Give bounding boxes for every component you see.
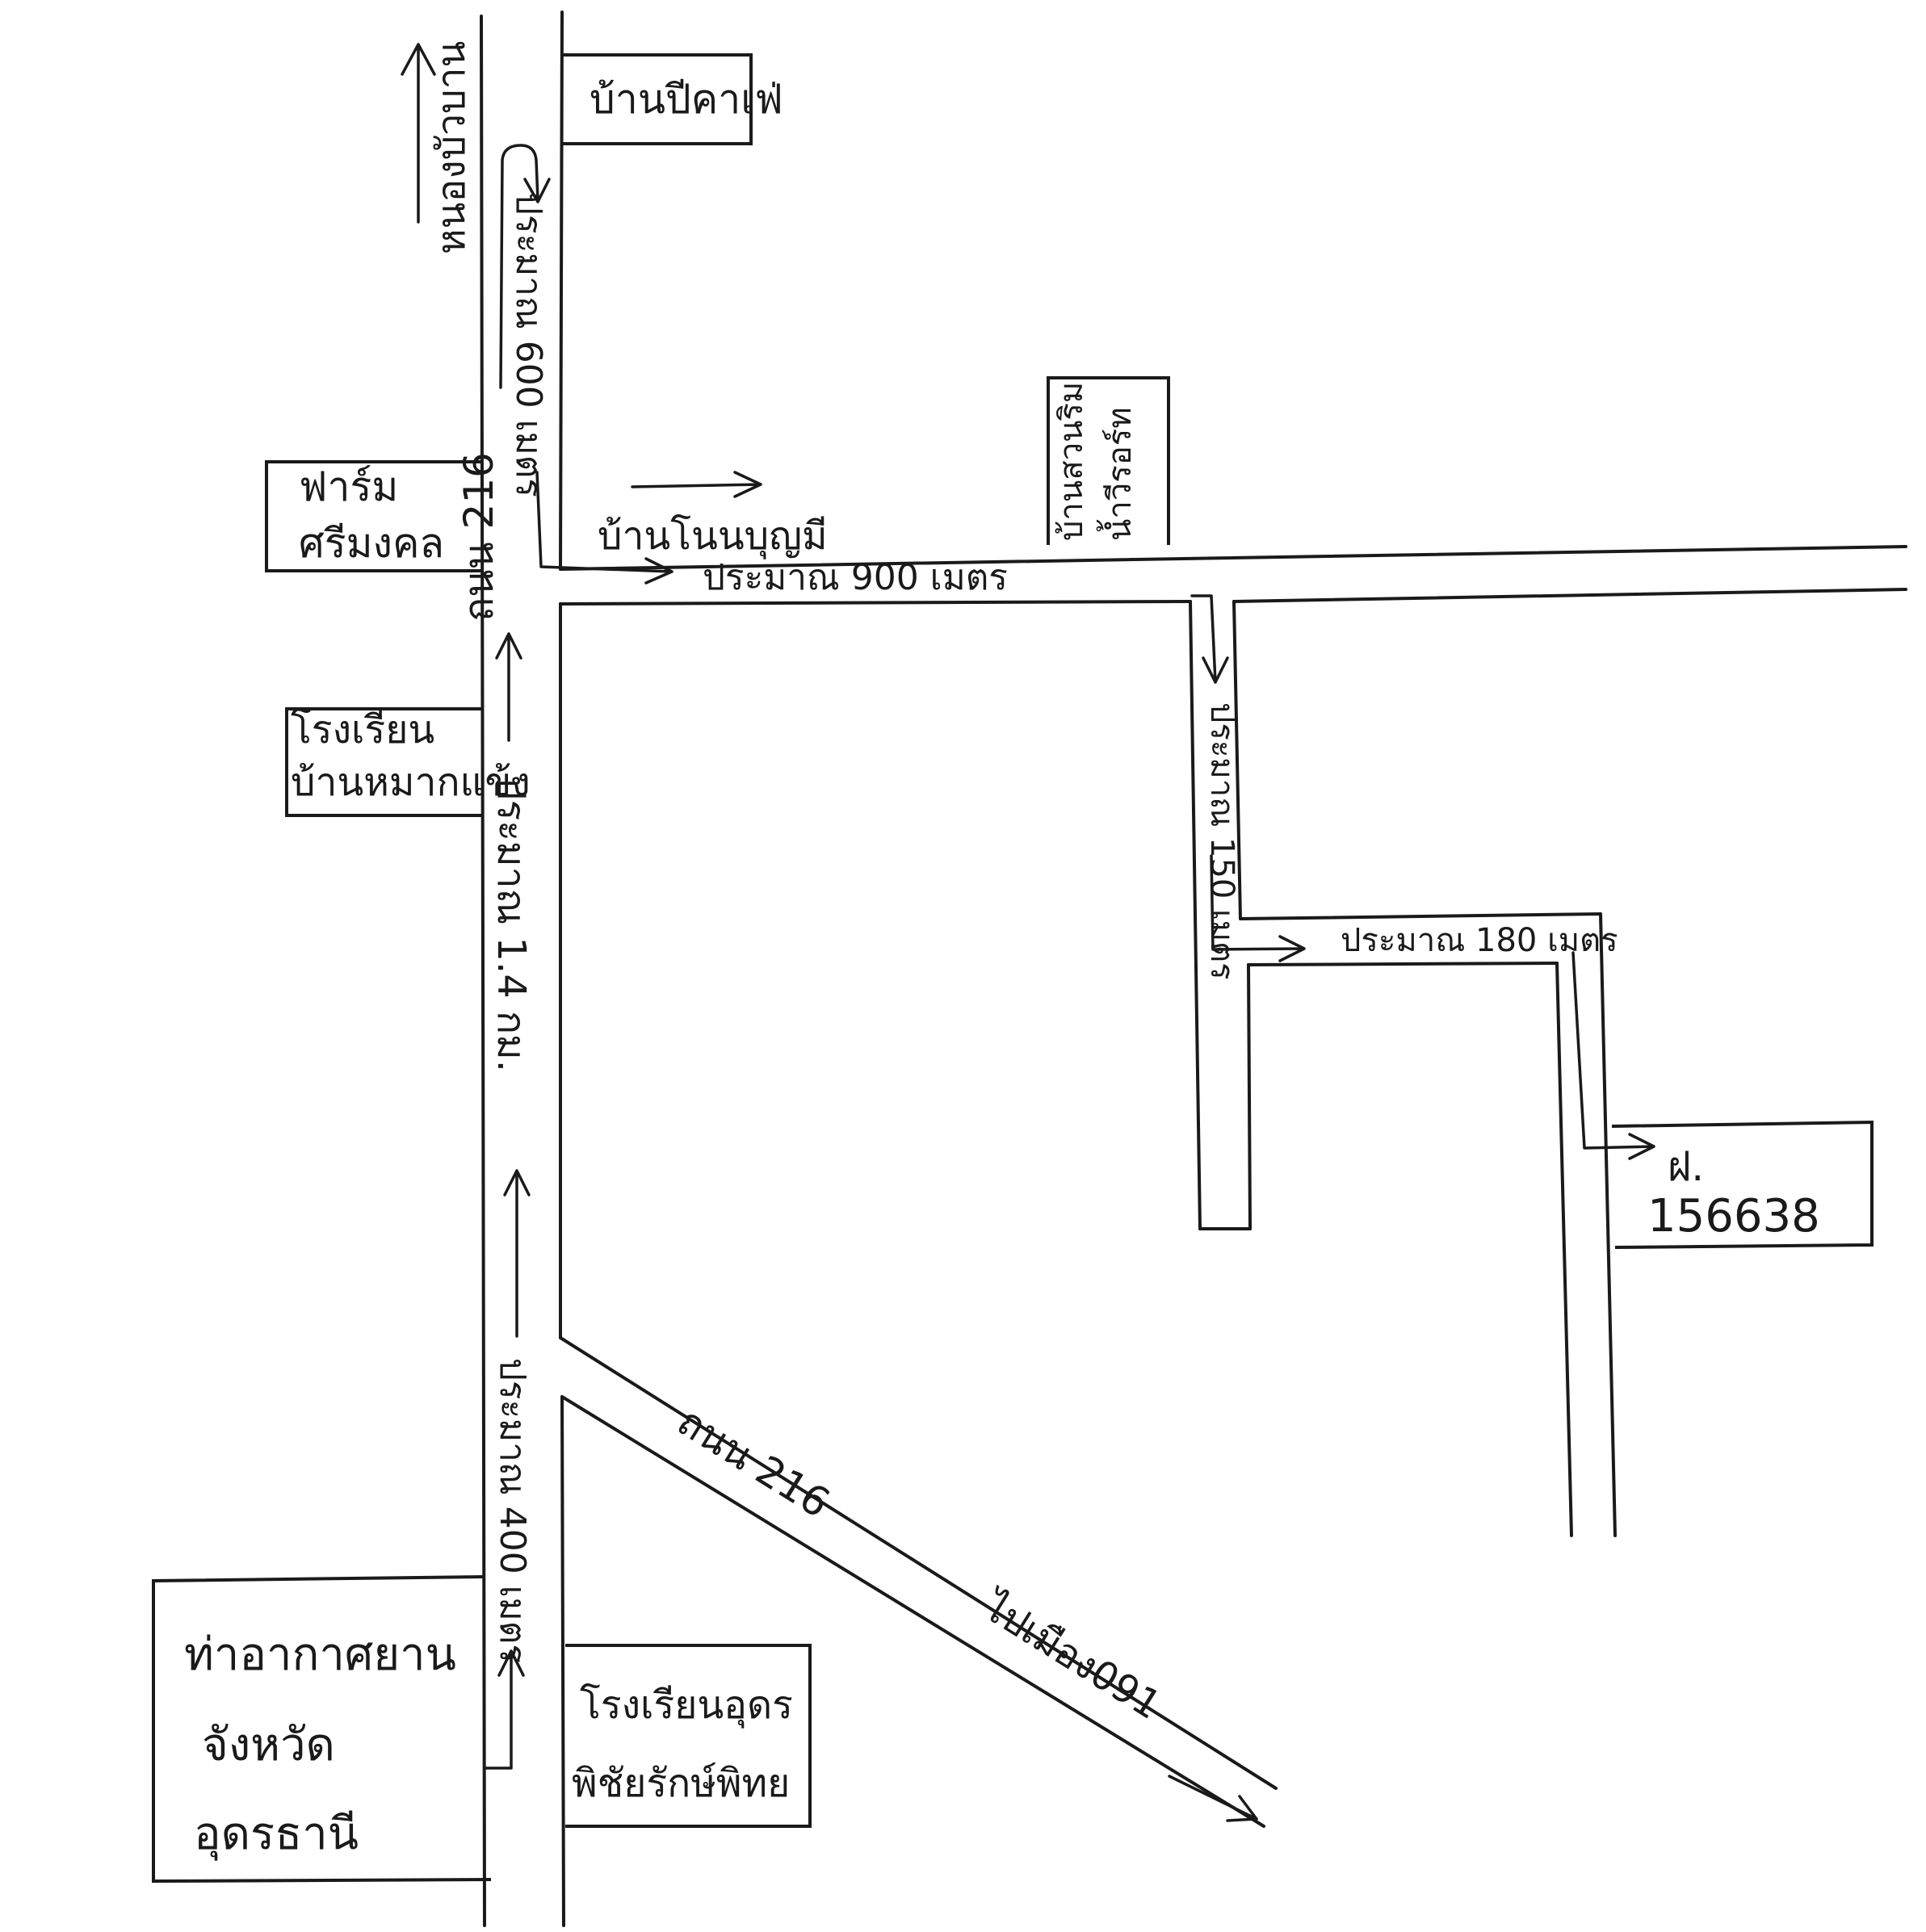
branch-road-right bbox=[1232, 600, 1242, 920]
airport-box bbox=[152, 1575, 492, 1884]
destination-box bbox=[1611, 1120, 1874, 1249]
airport-label-line3: อุดรธานี bbox=[194, 1808, 359, 1861]
lane-top-edge bbox=[1239, 912, 1602, 920]
garden-box bbox=[1047, 376, 1170, 545]
route-arrow-southeast bbox=[1168, 1775, 1258, 1822]
distance-400m-label: ประมาณ 400 เมตร bbox=[492, 1358, 533, 1663]
ban-non-bun-mee-label: บ้านโนนบุญมี bbox=[598, 513, 828, 559]
school-ban-ma-kaeng-line2: บ้านหมากแข้ง bbox=[291, 760, 531, 805]
farm-label-line2: ศรีมงคล bbox=[299, 520, 444, 567]
route-arrow-up-north bbox=[401, 43, 436, 224]
route-arrow-to-destination bbox=[1571, 951, 1655, 1160]
school-udon-line1: โรงเรียนอุดร bbox=[580, 1683, 793, 1729]
airport-label-line2: จังหวัด bbox=[202, 1719, 335, 1771]
lane-down-right bbox=[1599, 912, 1617, 1537]
destination-label-line1: ฝ. bbox=[1668, 1143, 1704, 1190]
farm-box bbox=[265, 460, 481, 572]
east-road-bottom-edge-b bbox=[1232, 588, 1907, 603]
nong-bua-ban-label: หนองบัวบาน bbox=[429, 41, 474, 254]
main-road-right-edge-bottom bbox=[560, 1395, 565, 1927]
route-arrow-turn-east bbox=[535, 471, 673, 585]
route-arrow-east-lane bbox=[1210, 854, 1306, 962]
school-ban-ma-kaeng-box bbox=[285, 707, 481, 817]
main-road-left-edge bbox=[480, 15, 486, 1927]
main-road-right-edge-top bbox=[559, 10, 564, 571]
distance-900m-label: ประมาณ 900 เมตร bbox=[703, 557, 1008, 598]
garden-label-line1: บ้านสวนริม bbox=[1053, 382, 1090, 541]
route-uturn-arrow bbox=[499, 144, 551, 389]
lane-down-left bbox=[1555, 962, 1573, 1537]
branch-road-right-lower bbox=[1247, 963, 1252, 1230]
diagonal-road-top-edge bbox=[559, 1336, 1278, 1790]
branch-road-left bbox=[1189, 600, 1202, 1230]
route-arrow-east-label bbox=[631, 471, 762, 498]
distance-180m-label: ประมาณ 180 เมตร bbox=[1341, 922, 1618, 959]
east-road-top-edge bbox=[559, 545, 1907, 571]
route-arrow-north-lower bbox=[503, 1169, 531, 1338]
banpi-cafe-box bbox=[562, 53, 753, 145]
distance-150m-label: ประมาณ 150 เมตร bbox=[1203, 702, 1240, 980]
route-arrow-south-branch bbox=[1190, 594, 1229, 684]
airport-label-line1: ท่าอากาศยาน bbox=[184, 1628, 456, 1681]
road-216-north-label: ถนน 216 bbox=[455, 452, 502, 622]
route-arrow-from-airport bbox=[483, 1649, 525, 1770]
school-udon-box bbox=[565, 1644, 812, 1828]
school-ban-ma-kaeng-line1: โรงเรียน bbox=[291, 707, 434, 752]
destination-label-line2: 156638 bbox=[1647, 1190, 1820, 1243]
lane-bottom-edge bbox=[1247, 962, 1559, 966]
distance-600m-label: ประมาณ 600 เมตร bbox=[508, 192, 549, 497]
east-road-bottom-edge-a bbox=[559, 600, 1192, 606]
garden-label-line2: น้ำวีรอร์ท bbox=[1096, 407, 1139, 541]
farm-label-line1: ฟาร์ม bbox=[299, 463, 398, 510]
distance-1-4km-label: ประมาณ 1.4 กม. bbox=[489, 775, 534, 1072]
route-arrow-north-mid bbox=[495, 632, 522, 742]
diagonal-road-bottom-edge bbox=[560, 1395, 1265, 1828]
road-216-diagonal-label: ถนน 216 bbox=[669, 1398, 838, 1527]
banpi-cafe-label: บ้านปีคาเฟ่ bbox=[590, 76, 783, 123]
school-udon-line2: พิชัยรักษ์พิทย bbox=[572, 1761, 790, 1806]
